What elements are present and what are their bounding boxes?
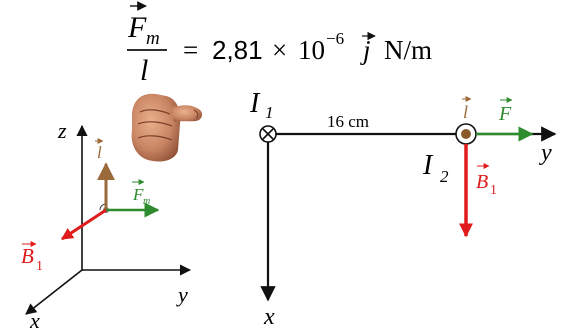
l-vector-label: l bbox=[97, 143, 102, 162]
formula-times: × bbox=[272, 35, 287, 65]
formula-unit: N/m bbox=[384, 35, 432, 65]
z-axis-label: z bbox=[57, 118, 67, 143]
distance-label: 16 cm bbox=[327, 112, 369, 131]
wire2-sub: 2 bbox=[440, 167, 449, 186]
current-out-of-page-icon bbox=[455, 123, 477, 145]
l-vector-label: l bbox=[463, 102, 468, 122]
magnetic-field-label: B bbox=[476, 171, 488, 193]
magnetic-field-label: B bbox=[21, 244, 34, 268]
current-into-page-icon bbox=[259, 125, 277, 143]
force-vector-label: F bbox=[132, 185, 144, 204]
formula-base: 10 bbox=[298, 35, 325, 65]
magnetic-field-sub: 1 bbox=[490, 183, 497, 198]
magnetic-field-sub: 1 bbox=[36, 259, 43, 274]
right-diagram: I 1 x y 16 cm I 2 l F bbox=[249, 88, 557, 328]
y-axis-label: y bbox=[176, 282, 188, 307]
wire2-label: I bbox=[422, 150, 434, 181]
x-axis-label: x bbox=[29, 308, 40, 328]
thumb-hand-icon bbox=[128, 86, 204, 162]
formula-equals: = bbox=[183, 35, 198, 65]
force-vector-label: F bbox=[498, 103, 512, 125]
formula-value: 2,81 bbox=[212, 35, 263, 65]
y-axis-label: y bbox=[539, 140, 552, 166]
formula-numerator-sub: m bbox=[146, 28, 160, 49]
force-vector-sub: m bbox=[143, 196, 150, 207]
x-axis-label: x bbox=[263, 304, 275, 328]
formula-exponent: −6 bbox=[326, 29, 344, 48]
wire1-label: I bbox=[249, 88, 261, 119]
wire1-sub: 1 bbox=[265, 103, 274, 122]
x-axis bbox=[25, 269, 83, 315]
magnetic-field-vector bbox=[60, 208, 107, 241]
formula: F m l = 2,81 × 10 −6 j N/m bbox=[127, 1, 432, 87]
formula-denominator: l bbox=[140, 54, 148, 87]
formula-numerator: F bbox=[127, 11, 147, 44]
formula-unit-vector: j bbox=[360, 35, 371, 65]
left-axes: z y x l F m B 1 bbox=[21, 118, 192, 328]
